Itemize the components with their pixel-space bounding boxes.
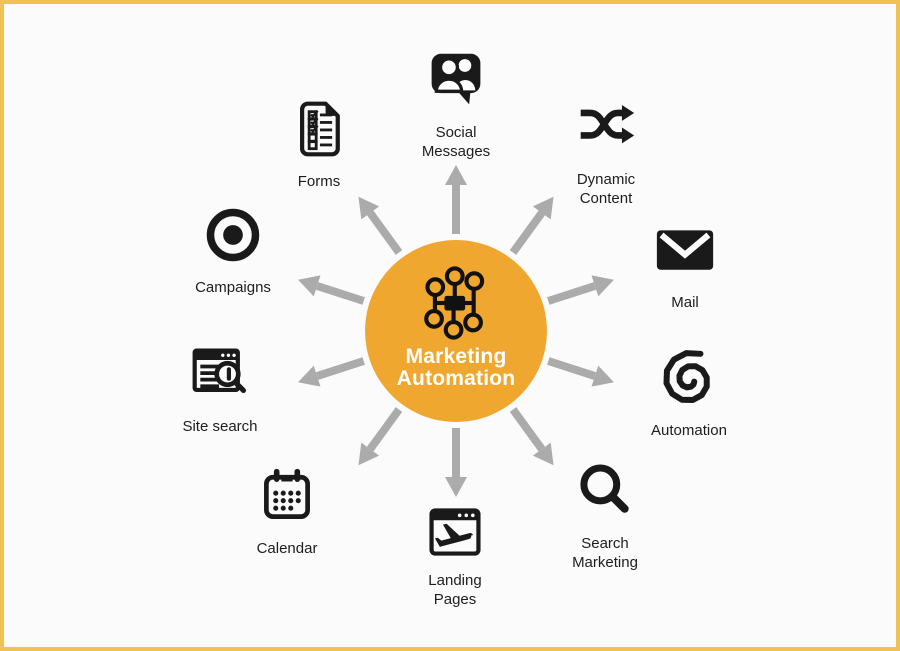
node-label: Calendar	[256, 540, 318, 557]
arrow-left-down	[298, 357, 365, 387]
calendar-icon	[264, 468, 310, 519]
shuffle-icon	[580, 104, 635, 144]
bullseye-icon	[206, 208, 260, 262]
arrow-right-down	[547, 357, 614, 387]
arrow-down-right	[509, 407, 554, 466]
node-campaigns: Campaigns	[158, 205, 308, 297]
arrow-left-up	[298, 275, 365, 305]
arrow-right-up	[547, 275, 614, 305]
node-site-search: Site search	[145, 344, 295, 436]
node-mail: Mail	[610, 220, 760, 312]
arrow-up-left	[358, 196, 403, 255]
node-automation: Automation	[614, 348, 764, 440]
node-label: Mail	[671, 294, 699, 311]
node-calendar: Calendar	[212, 466, 362, 558]
arrow-up-right	[509, 196, 554, 255]
magnifier-icon	[580, 464, 629, 513]
arrow-down-left	[358, 407, 403, 466]
spiral-icon	[663, 350, 710, 404]
radial-arrows	[298, 165, 614, 497]
node-label: Forms	[297, 173, 341, 190]
browser-search-icon	[192, 348, 247, 393]
node-label: Automation	[651, 422, 727, 439]
node-forms: Forms	[244, 99, 394, 191]
checklist-icon	[300, 101, 340, 157]
envelope-icon	[656, 230, 714, 270]
social-messages-icon	[431, 53, 481, 105]
node-label: Campaigns	[195, 279, 271, 296]
browser-plane-icon	[429, 508, 481, 556]
node-label: Site search	[182, 418, 258, 435]
network-hub-icon	[424, 266, 485, 340]
